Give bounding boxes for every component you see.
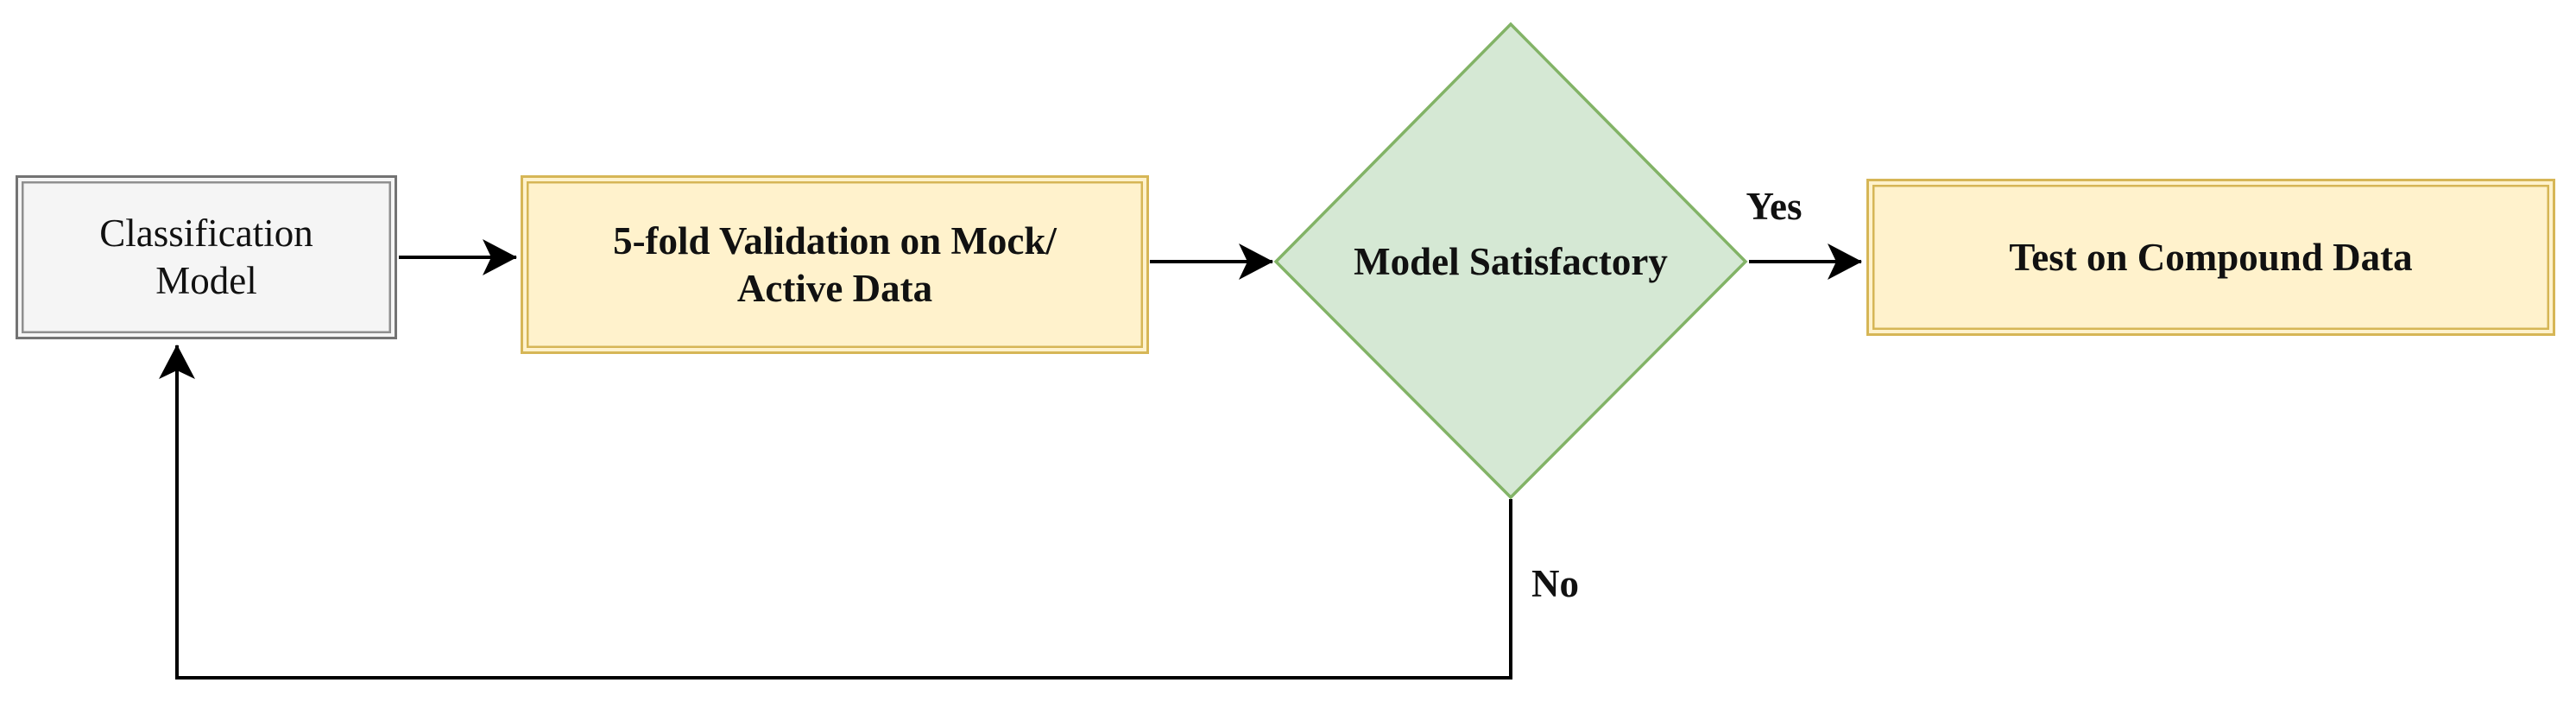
edge-label-yes: Yes bbox=[1746, 185, 1803, 228]
node-classification-model-label: Classification Model bbox=[99, 212, 313, 302]
node-test-on-compound-data-label: Test on Compound Data bbox=[2009, 235, 2413, 279]
node-five-fold-validation-label: 5-fold Validation on Mock/ Active Data bbox=[613, 218, 1057, 310]
node-model-satisfactory: Model Satisfactory bbox=[1276, 218, 1746, 305]
node-classification-model: Classification Model bbox=[16, 175, 397, 339]
decision-diamond-shape bbox=[1273, 22, 1748, 500]
node-test-on-compound-data: Test on Compound Data bbox=[1866, 179, 2555, 336]
edge-decision-no-loop bbox=[159, 345, 1512, 680]
node-model-satisfactory-label: Model Satisfactory bbox=[1354, 239, 1668, 283]
edge-label-no: No bbox=[1531, 562, 1579, 605]
node-five-fold-validation: 5-fold Validation on Mock/ Active Data bbox=[521, 175, 1149, 354]
